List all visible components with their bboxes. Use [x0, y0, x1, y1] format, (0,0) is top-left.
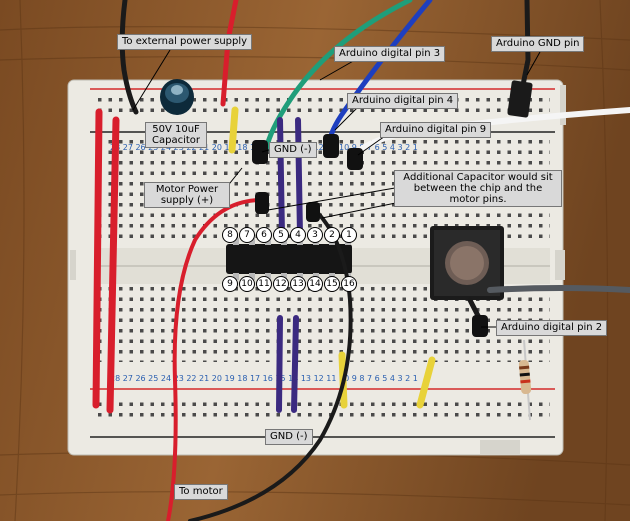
pushbutton	[430, 226, 504, 300]
label-arduino-pin-9: Arduino digital pin 9	[380, 122, 492, 138]
label-external-power: To external power supply	[117, 34, 253, 50]
chip-pin-6: 6	[256, 227, 272, 243]
chip-pin-16: 16	[341, 276, 357, 292]
chip-pin-7: 7	[239, 227, 255, 243]
label-arduino-pin-2: Arduino digital pin 2	[496, 320, 608, 336]
chip-pin-2: 2	[324, 227, 340, 243]
chip-pin-4: 4	[290, 227, 306, 243]
label-capacitor: 50V 10uF Capacitor	[145, 122, 207, 148]
chip-pin-3: 3	[307, 227, 323, 243]
motor-driver-chip	[226, 244, 352, 274]
chip-pin-5: 5	[273, 227, 289, 243]
chip-pin-12: 12	[273, 276, 289, 292]
chip-pin-10: 10	[239, 276, 255, 292]
plug-ends	[252, 134, 488, 337]
wires	[92, 0, 630, 521]
chip-pin-14: 14	[307, 276, 323, 292]
chip-pin-8: 8	[222, 227, 238, 243]
label-to-motor: To motor	[174, 484, 228, 500]
label-gnd-bottom: GND (-)	[265, 429, 313, 445]
capacitor	[160, 79, 194, 115]
label-arduino-pin-4: Arduino digital pin 4	[347, 93, 459, 109]
chip-pin-11: 11	[256, 276, 272, 292]
chip-pin-9: 9	[222, 276, 238, 292]
label-additional-capacitor: Additional Capacitor would sit between t…	[394, 170, 562, 207]
label-arduino-gnd: Arduino GND pin	[491, 36, 585, 52]
chip-pin-1: 1	[341, 227, 357, 243]
svg-text:28 27 26 25 24 23 22 21 20 19: 28 27 26 25 24 23 22 21 20 19 18 17 16 1…	[110, 374, 418, 383]
label-gnd-top: GND (-)	[269, 142, 317, 158]
chip-pin-13: 13	[290, 276, 306, 292]
label-arduino-pin-3: Arduino digital pin 3	[334, 46, 446, 62]
chip-pin-15: 15	[324, 276, 340, 292]
resistor	[518, 339, 532, 421]
label-motor-power: Motor Power supply (+)	[144, 182, 230, 208]
